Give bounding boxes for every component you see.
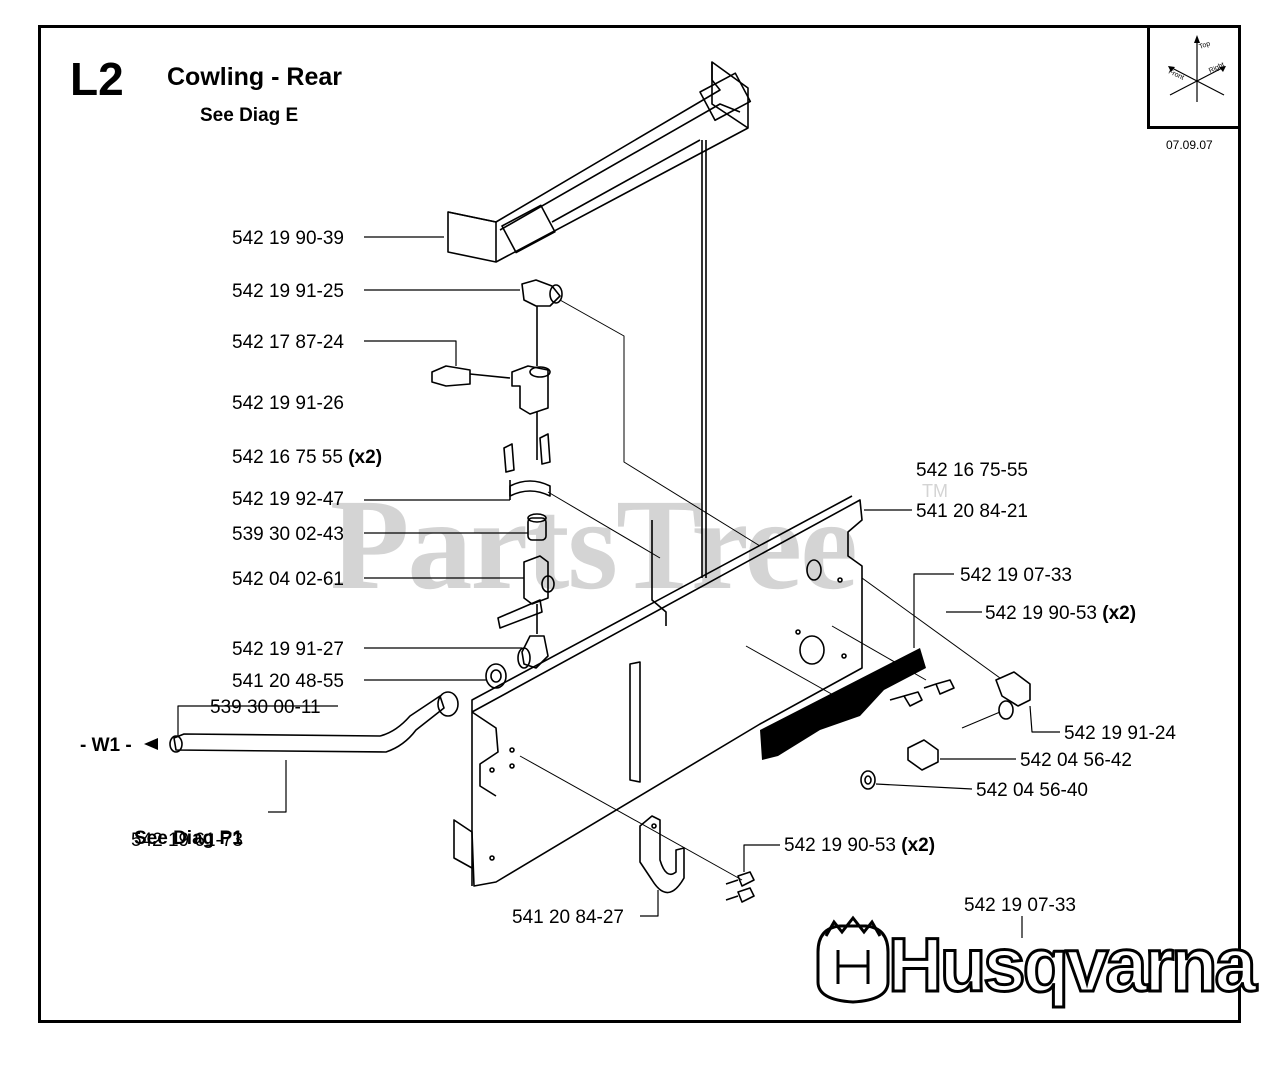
hook-bracket (639, 815, 685, 894)
compass-top: Top (1198, 40, 1211, 50)
w1-arrow-icon (144, 738, 158, 750)
part-label[interactable]: 542 19 91-26 (232, 393, 344, 414)
part-label[interactable]: 542 19 07-33 (960, 565, 1072, 586)
husqvarna-emblem (816, 915, 890, 1004)
valve (497, 555, 555, 629)
part-label[interactable]: 542 19 90-53 (x2) (985, 604, 1136, 623)
part-label[interactable]: 539 30 00-11 (210, 697, 321, 718)
top-channel-bracket (447, 61, 752, 263)
part-label[interactable]: 542 19 91-27 (232, 639, 344, 660)
part-label[interactable]: 542 04 02-61 (232, 569, 344, 590)
part-qty: (x2) (348, 447, 383, 468)
see-diag-p1-link[interactable]: See Diag P1 (134, 828, 243, 849)
section-id: L2 (70, 53, 124, 105)
clamp-pair (503, 433, 551, 500)
part-label[interactable]: 542 04 56-40 (976, 780, 1088, 801)
part-label[interactable]: 542 19 61-73 (131, 830, 243, 851)
part-number: 542 16 75 55 (232, 447, 343, 468)
part-label[interactable]: 541 20 84-21 (916, 501, 1028, 522)
w1-connector-label[interactable]: - W1 - (80, 735, 132, 756)
pressure-switch (431, 365, 551, 415)
part-label[interactable]: 542 19 90-39 (232, 228, 344, 249)
part-label[interactable]: 542 17 87-24 (232, 332, 344, 353)
diagram-date: 07.09.07 (1166, 138, 1213, 152)
nut-right (860, 739, 939, 790)
seal-strip (760, 648, 926, 760)
hose-nut (485, 663, 507, 689)
part-label[interactable]: 542 19 91-25 (232, 281, 344, 302)
fitting-elbow-top (521, 279, 563, 307)
part-label[interactable]: 541 20 48-55 (232, 671, 344, 692)
see-diag-link[interactable]: See Diag E (200, 105, 299, 126)
main-mounting-plate (453, 499, 863, 887)
coupler (527, 513, 547, 541)
part-number: 542 19 90-53 (784, 835, 896, 856)
husqvarna-logo: Husqvarna (887, 922, 1259, 1010)
part-label[interactable]: 542 16 75-55 (916, 460, 1028, 481)
part-qty: (x2) (1102, 603, 1137, 624)
orientation-compass: Top Front Right (1147, 27, 1241, 129)
part-label[interactable]: 542 04 56-42 (1020, 750, 1132, 771)
part-label[interactable]: 542 19 91-24 (1064, 723, 1176, 744)
watermark: PartsTree (330, 473, 858, 617)
part-label[interactable]: 542 19 92-47 (232, 489, 344, 510)
fitting-elbow-right (995, 671, 1031, 720)
compass-icon: Top Front Right (1167, 35, 1226, 102)
diagram-frame (38, 25, 1241, 1023)
fitting-elbow-bottom (517, 635, 549, 669)
hose (173, 695, 445, 753)
page-title: Cowling - Rear (167, 63, 343, 91)
part-number: 542 19 90-53 (985, 603, 1097, 624)
part-label[interactable]: 542 19 90-53 (x2) (784, 836, 935, 855)
watermark-tm: TM (922, 481, 948, 501)
part-qty: (x2) (901, 835, 936, 856)
part-label[interactable]: 541 20 84-27 (512, 907, 624, 928)
part-label[interactable]: 539 30 02-43 (232, 524, 344, 545)
part-label[interactable]: 542 16 75 55 (x2) (232, 448, 382, 467)
part-label[interactable]: 542 19 07-33 (964, 895, 1076, 916)
